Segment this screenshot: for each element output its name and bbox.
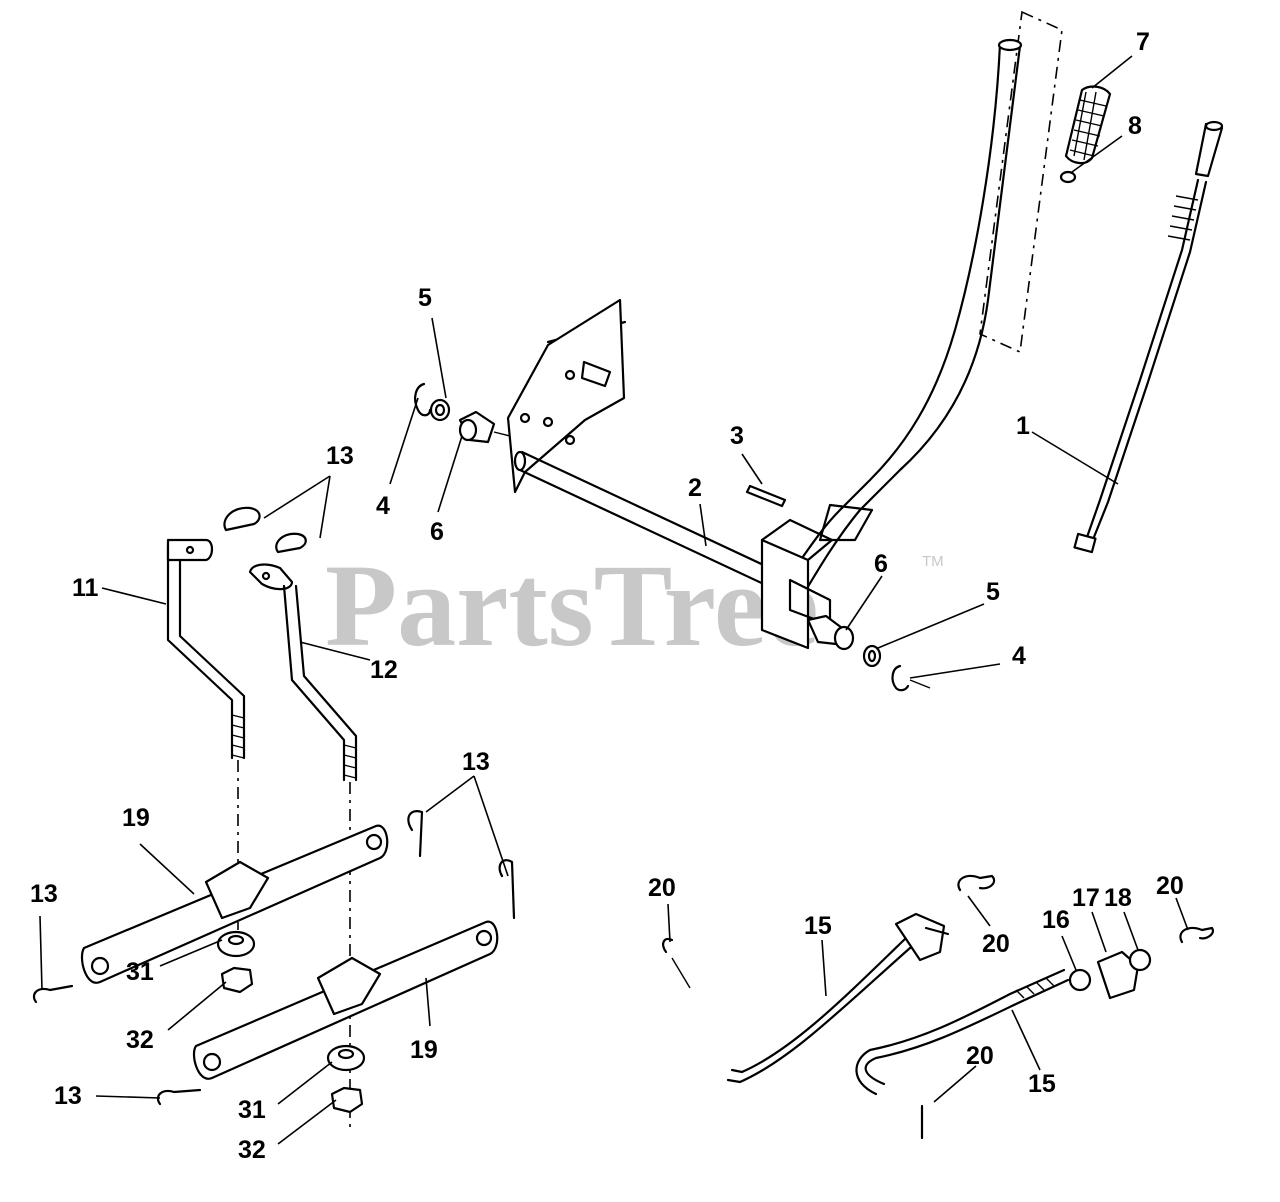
left-shaft-hardware bbox=[414, 382, 511, 444]
callout-12: 12 bbox=[370, 656, 398, 684]
callout-20-bottom: 20 bbox=[966, 1042, 994, 1070]
callout-31-right: 31 bbox=[238, 1096, 266, 1124]
callout-6-right: 6 bbox=[874, 550, 888, 578]
callout-2: 2 bbox=[688, 474, 702, 502]
part-8-nut bbox=[1059, 170, 1077, 184]
callout-8: 8 bbox=[1128, 112, 1142, 140]
watermark-trademark: TM bbox=[922, 553, 944, 570]
callout-15-lower: 15 bbox=[1028, 1070, 1056, 1098]
mounting-bracket bbox=[506, 298, 627, 494]
callout-5-left: 5 bbox=[418, 284, 432, 312]
callout-labels: 7 8 1 5 4 6 3 2 6 5 4 13 11 12 13 19 13 … bbox=[30, 28, 1184, 1164]
callout-4-right: 4 bbox=[1012, 642, 1026, 670]
callout-17: 17 bbox=[1072, 884, 1100, 912]
callout-19-upper: 19 bbox=[122, 804, 150, 832]
hairpin-clips-top bbox=[223, 506, 307, 554]
callout-3: 3 bbox=[730, 422, 744, 450]
callout-31-left: 31 bbox=[126, 958, 154, 986]
callout-13-top: 13 bbox=[326, 442, 354, 470]
callout-7: 7 bbox=[1136, 28, 1150, 56]
callout-13-bottom: 13 bbox=[54, 1082, 82, 1110]
callout-16: 16 bbox=[1042, 906, 1070, 934]
callout-18: 18 bbox=[1104, 884, 1132, 912]
callout-4-left: 4 bbox=[376, 492, 390, 520]
phantom-handle-outline bbox=[979, 10, 1063, 354]
callout-20-middle: 20 bbox=[982, 930, 1010, 958]
part-2-cross-shaft bbox=[513, 450, 834, 650]
lift-handle bbox=[788, 38, 1023, 602]
right-shaft-hardware bbox=[806, 614, 931, 692]
callout-20-left: 20 bbox=[648, 874, 676, 902]
part-3-pin bbox=[745, 484, 787, 508]
callout-5-right: 5 bbox=[986, 578, 1000, 606]
callout-13-left: 13 bbox=[30, 880, 58, 908]
callout-11: 11 bbox=[72, 574, 99, 602]
callout-32-right: 32 bbox=[238, 1136, 266, 1164]
part-7-grip bbox=[1064, 85, 1112, 165]
callout-1: 1 bbox=[1016, 412, 1030, 440]
watermark-text: PartsTree bbox=[325, 540, 819, 671]
leader-lines bbox=[39, 55, 1189, 1145]
callout-6-left: 6 bbox=[430, 518, 444, 546]
callout-20-right: 20 bbox=[1156, 872, 1184, 900]
callout-19-lower: 19 bbox=[410, 1036, 438, 1064]
washers-nuts bbox=[216, 930, 366, 1114]
part-19-lift-arm-lower bbox=[192, 920, 499, 1080]
part-15-rod-upper bbox=[662, 874, 996, 1084]
callout-15-upper: 15 bbox=[804, 912, 832, 940]
part-15-rod-lower bbox=[855, 926, 1214, 1140]
hairpin-clips-lower bbox=[32, 810, 516, 1106]
part-19-lift-arm-upper bbox=[80, 824, 389, 984]
callout-32-left: 32 bbox=[126, 1026, 154, 1054]
part-1-spring-rod bbox=[1073, 120, 1224, 554]
callout-13-middle: 13 bbox=[462, 748, 490, 776]
